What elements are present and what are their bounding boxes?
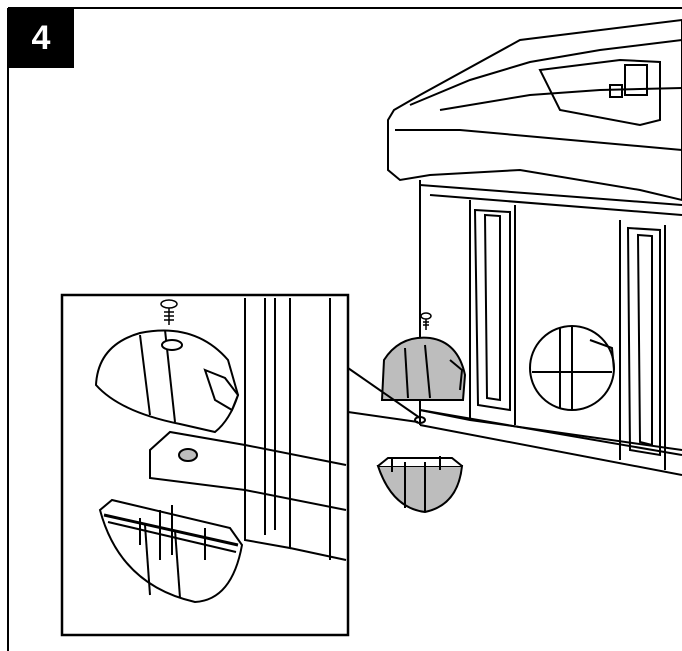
inset-foot-cover-top-icon (94, 329, 240, 434)
cabinet-handle (529, 325, 615, 411)
outer-border (7, 7, 682, 651)
grill-cabinet (387, 18, 682, 476)
foot-cover-bottom-icon (376, 456, 464, 514)
inset-base-block (149, 430, 347, 511)
inset-pillar (244, 298, 347, 561)
inset-foot-cover-bottom-icon (98, 498, 244, 604)
callout-lines (347, 367, 426, 424)
inset-screw-icon (160, 299, 178, 325)
detail-inset (60, 293, 350, 637)
foot-cover-top-icon (380, 336, 467, 401)
screw-icon (420, 312, 432, 330)
step-number-badge: 4 (8, 8, 74, 68)
